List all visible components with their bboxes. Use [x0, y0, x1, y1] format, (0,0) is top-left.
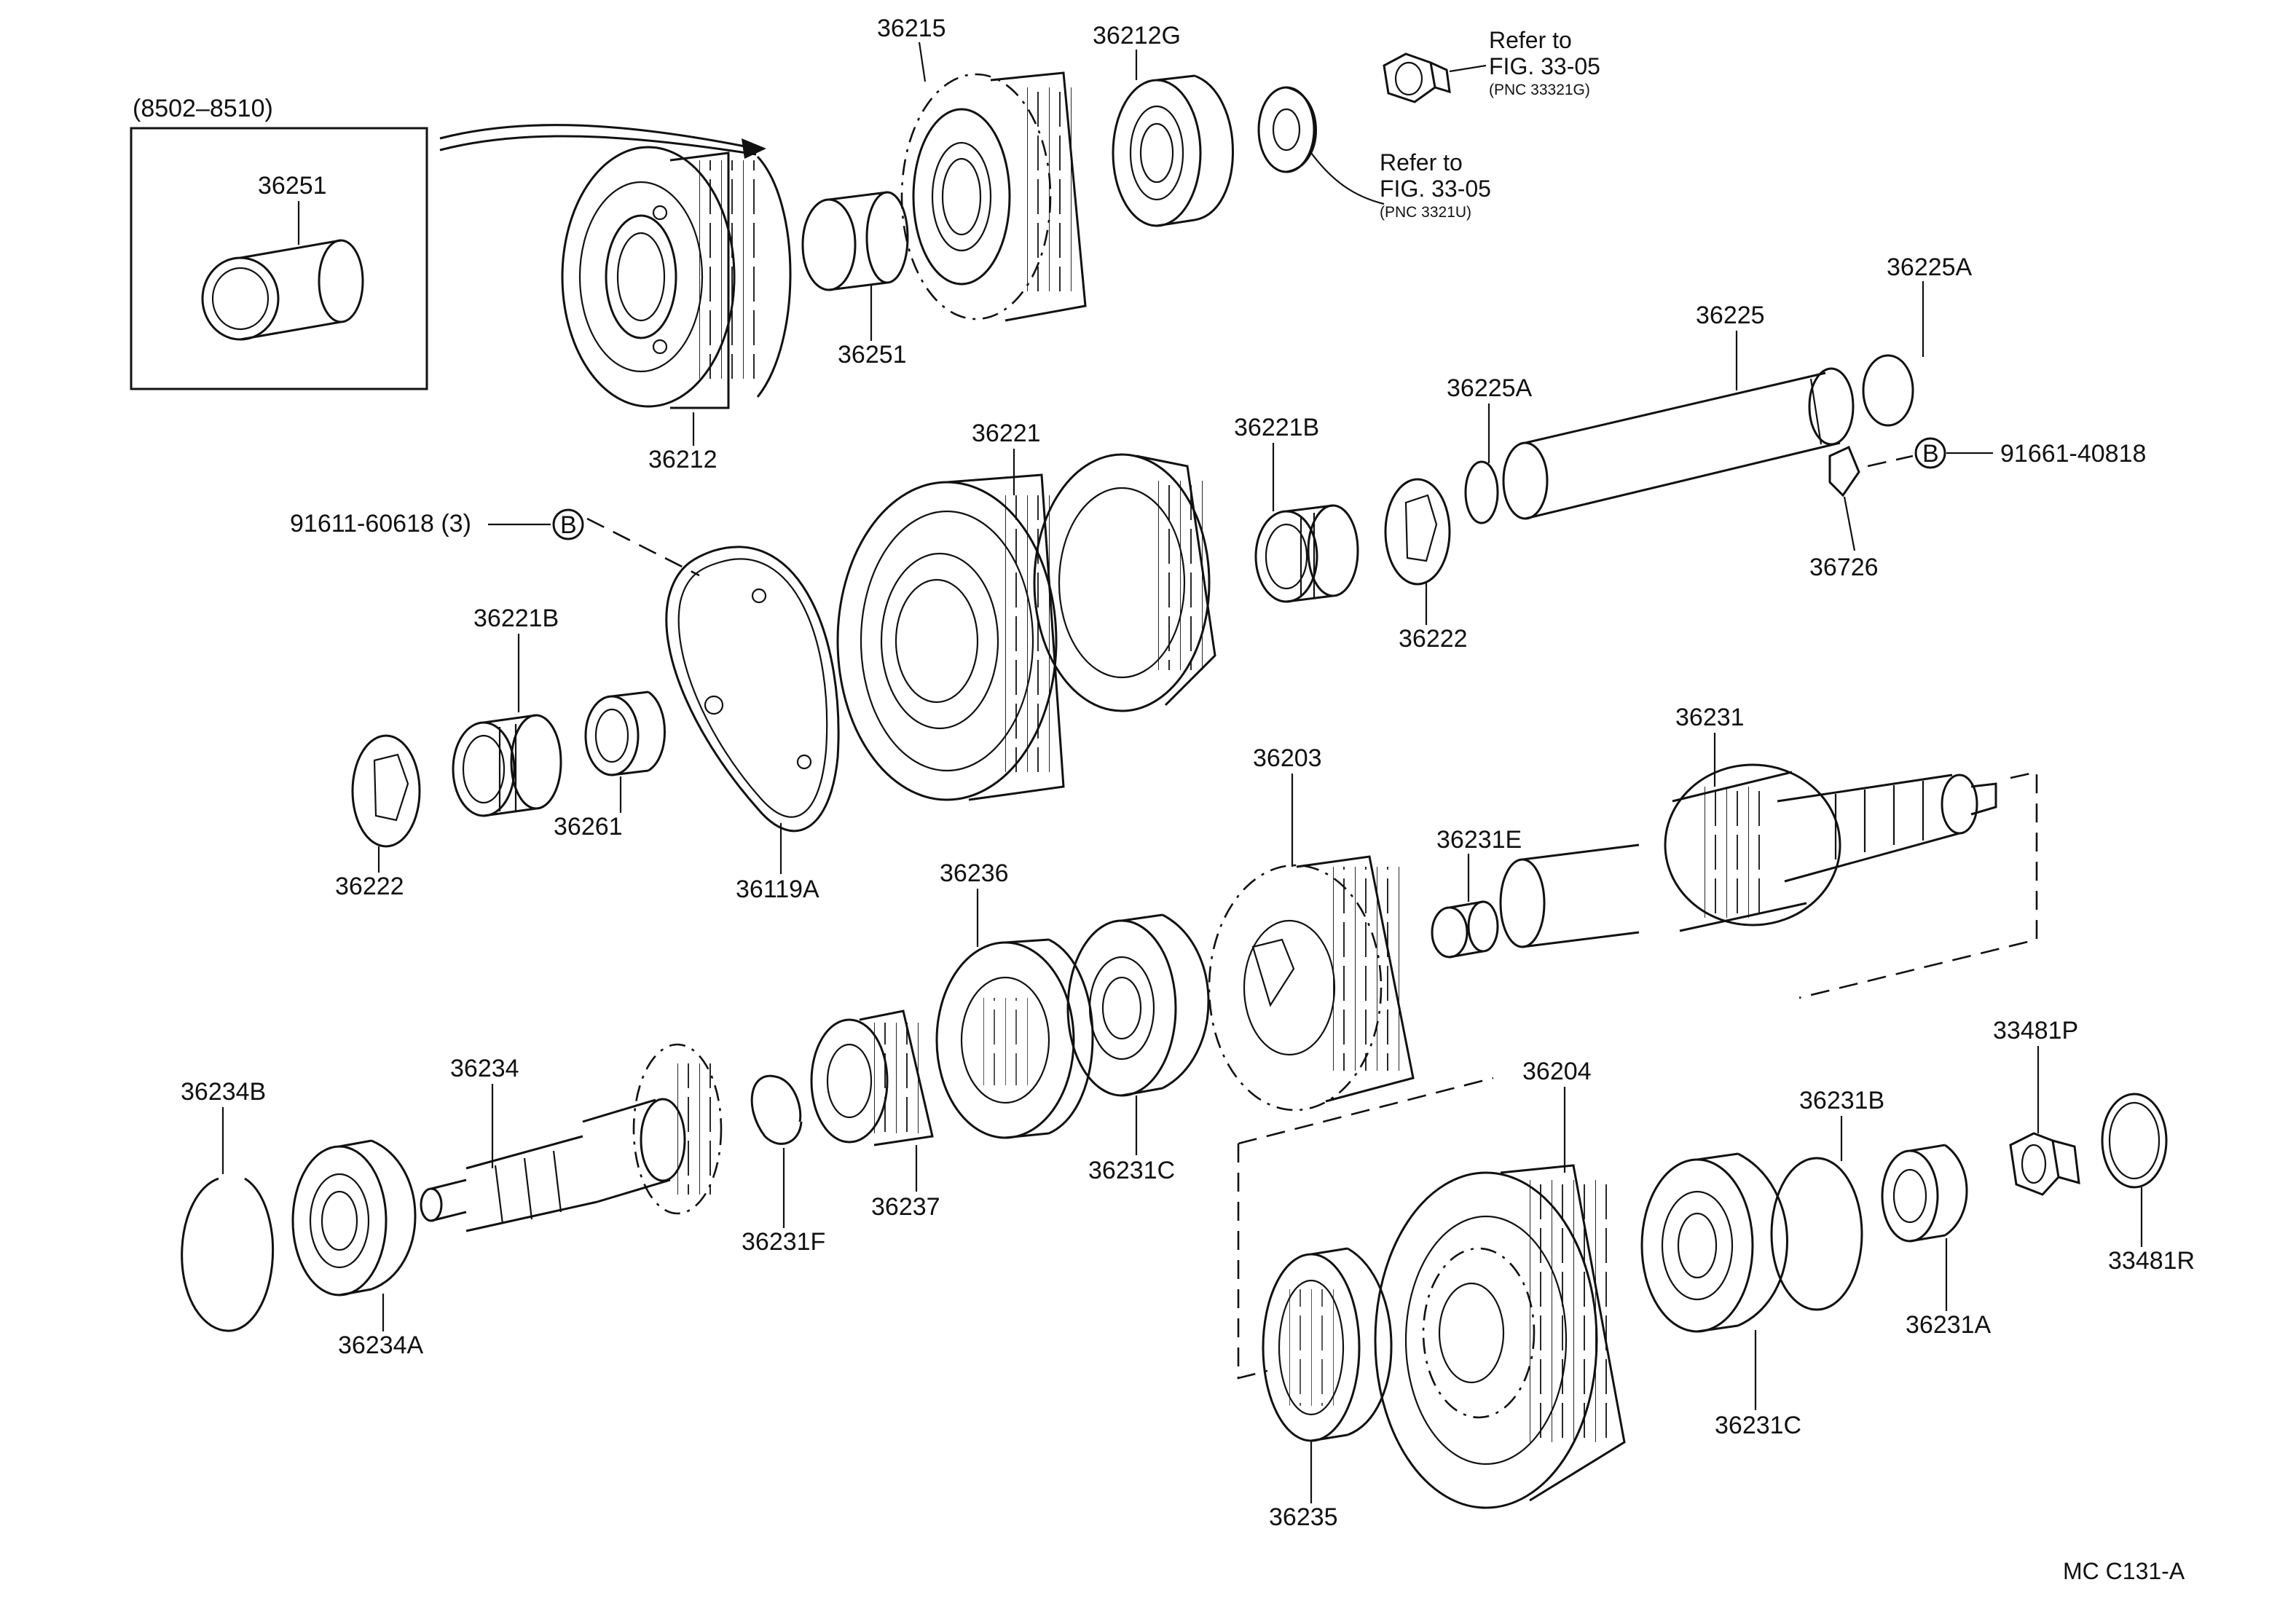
- bushing-36251-inset-shape: [201, 239, 364, 341]
- bolt-marker-b-left: [552, 508, 584, 540]
- part-label-36251[interactable]: 36251: [838, 341, 907, 369]
- bushing-36251-shape: [801, 191, 909, 291]
- refer-to-label-b: Refer to: [1380, 149, 1463, 176]
- part-label-36203[interactable]: 36203: [1253, 744, 1322, 772]
- thrust-washer-36222-top-shape: [1384, 478, 1451, 586]
- refer-to-label-a: Refer to: [1489, 27, 1572, 53]
- spacer-36261-shape: [584, 691, 666, 776]
- part-label-36231[interactable]: 36231: [1675, 704, 1745, 731]
- part-label-36231B[interactable]: 36231B: [1799, 1087, 1884, 1114]
- part-label-36212[interactable]: 36212: [648, 446, 718, 473]
- part-label-36231C-b[interactable]: 36231C: [1715, 1412, 1801, 1439]
- part-label-36234B[interactable]: 36234B: [181, 1078, 266, 1106]
- part-label-36235[interactable]: 36235: [1269, 1503, 1338, 1531]
- part-label-36234A[interactable]: 36234A: [338, 1331, 424, 1359]
- bolt-marker-label-left: B: [560, 511, 577, 539]
- gear-36203-shape: [1208, 855, 1415, 1112]
- bearing-36231C-b-shape: [1640, 1152, 1788, 1333]
- output-shaft-36231-shape: [1499, 763, 1997, 948]
- shaft-36234-shape: [420, 1043, 723, 1232]
- part-label-36119A[interactable]: 36119A: [736, 876, 819, 903]
- part-label-36221B[interactable]: 36221B: [473, 605, 559, 632]
- pnc-label-b: (PNC 3321U): [1380, 204, 1471, 221]
- part-label-36234[interactable]: 36234: [450, 1055, 519, 1082]
- fig-link-a[interactable]: FIG. 33-05: [1489, 53, 1600, 79]
- part-label-36251-inset[interactable]: 36251: [258, 172, 327, 200]
- part-label-36212G[interactable]: 36212G: [1093, 22, 1181, 50]
- footer-code: MC C131-A: [2063, 1558, 2185, 1584]
- bolt-marker-label-right: B: [1922, 440, 1939, 468]
- inset-arrow-head: [742, 138, 766, 159]
- bearing-36212G-shape: [1112, 74, 1234, 227]
- part-label-36225A[interactable]: 36225A: [1447, 374, 1533, 402]
- gear-36215-shape: [900, 71, 1087, 322]
- part-label-91611-60618[interactable]: 91611-60618 (3): [290, 510, 471, 538]
- bearing-36234A-shape: [291, 1139, 417, 1297]
- date-range-label: (8502–8510): [133, 95, 273, 122]
- refer-note-b: Refer to FIG. 33-05 (PNC 3321U): [1380, 149, 1491, 221]
- needle-bearing-36221B-shape: [452, 714, 562, 817]
- lock-plate-36726-shape: [1828, 445, 1860, 497]
- washer-33481R-shape: [2101, 1093, 2168, 1189]
- cluster-gear-36221-shape: [836, 453, 1216, 801]
- inset-box: (8502–8510) 36251: [130, 95, 766, 390]
- gear-36204-shape: [1374, 1164, 1626, 1509]
- refer-note-a: Refer to FIG. 33-05 (PNC 33321G): [1489, 27, 1600, 98]
- cover-plate-36119A-shape: [665, 546, 840, 833]
- synchro-sleeve-36236-shape: [935, 938, 1094, 1139]
- part-label-36204[interactable]: 36204: [1522, 1058, 1592, 1085]
- hub-36235-shape: [1262, 1247, 1393, 1442]
- part-label-36221B-top[interactable]: 36221B: [1234, 414, 1319, 441]
- part-label-36225[interactable]: 36225: [1696, 302, 1765, 329]
- part-label-36225A-top[interactable]: 36225A: [1887, 253, 1973, 281]
- part-label-36222[interactable]: 36222: [335, 873, 404, 900]
- shim-36231B-shape: [1770, 1157, 1863, 1311]
- part-label-36236[interactable]: 36236: [940, 859, 1009, 887]
- pnc-label-a: (PNC 33321G): [1489, 82, 1590, 98]
- part-label-36231E[interactable]: 36231E: [1436, 826, 1522, 854]
- lock-nut-shape: [1383, 52, 1451, 103]
- fig-link-b[interactable]: FIG. 33-05: [1380, 176, 1491, 202]
- o-ring-36225A-shape: [1464, 460, 1499, 524]
- bearing-36231C-shape: [1066, 913, 1210, 1097]
- part-label-33481P[interactable]: 33481P: [1993, 1017, 2078, 1044]
- thrust-washer-shape: [1257, 86, 1317, 173]
- needle-bearing-36221B-top-shape: [1254, 504, 1359, 603]
- part-label-91661-40818[interactable]: 91661-40818: [2000, 440, 2146, 468]
- part-label-36261[interactable]: 36261: [554, 813, 623, 841]
- part-label-36221[interactable]: 36221: [972, 420, 1041, 447]
- part-label-36726[interactable]: 36726: [1809, 554, 1879, 581]
- gear-36237-shape: [810, 1010, 934, 1146]
- part-label-33481R[interactable]: 33481R: [2108, 1247, 2195, 1275]
- idler-shaft-36225-shape: [1502, 367, 1855, 520]
- inset-arrow: [439, 124, 757, 150]
- snap-ring-36231F-shape: [750, 1074, 803, 1145]
- snap-ring-36234B-shape: [181, 1177, 275, 1332]
- lock-nut-33481P-shape: [2009, 1132, 2080, 1196]
- o-ring-36225A-top-shape: [1862, 354, 1914, 427]
- needle-bearing-36231E-shape: [1431, 900, 1499, 959]
- part-label-36231A[interactable]: 36231A: [1906, 1311, 1992, 1339]
- gear-36212-shape: [561, 146, 792, 409]
- thrust-washer-36222-shape: [351, 734, 421, 848]
- spacer-36231A-shape: [1881, 1144, 1968, 1243]
- part-label-36215[interactable]: 36215: [877, 15, 946, 42]
- part-label-36237[interactable]: 36237: [871, 1193, 940, 1221]
- part-label-36231F[interactable]: 36231F: [742, 1228, 825, 1256]
- part-label-36222-top[interactable]: 36222: [1399, 625, 1468, 653]
- inset-frame: [130, 127, 428, 390]
- part-label-36231C[interactable]: 36231C: [1088, 1157, 1175, 1184]
- bolt-marker-b-right: [1914, 437, 1946, 469]
